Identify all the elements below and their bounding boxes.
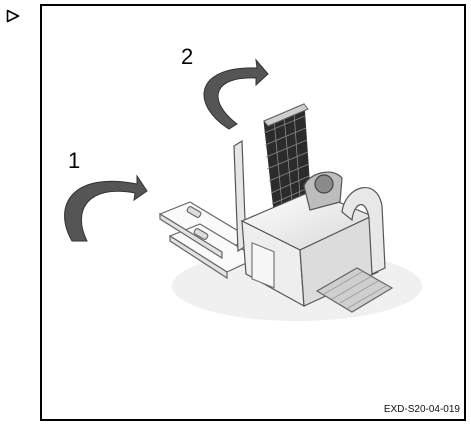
- forklift-illustration: 1 2: [64, 44, 422, 321]
- figure-id: EXD-S20-04-019: [383, 404, 460, 415]
- chassis: [240, 171, 394, 313]
- triangle-right-outline-icon: [6, 9, 20, 23]
- callout-label-1: 1: [68, 148, 80, 173]
- callout-label-2: 2: [181, 44, 193, 69]
- rotate-arrow-icon: [203, 58, 269, 130]
- figure-frame: 1 2 EXD-S20-04-019: [40, 4, 466, 421]
- rotate-arrow-icon: [64, 174, 148, 242]
